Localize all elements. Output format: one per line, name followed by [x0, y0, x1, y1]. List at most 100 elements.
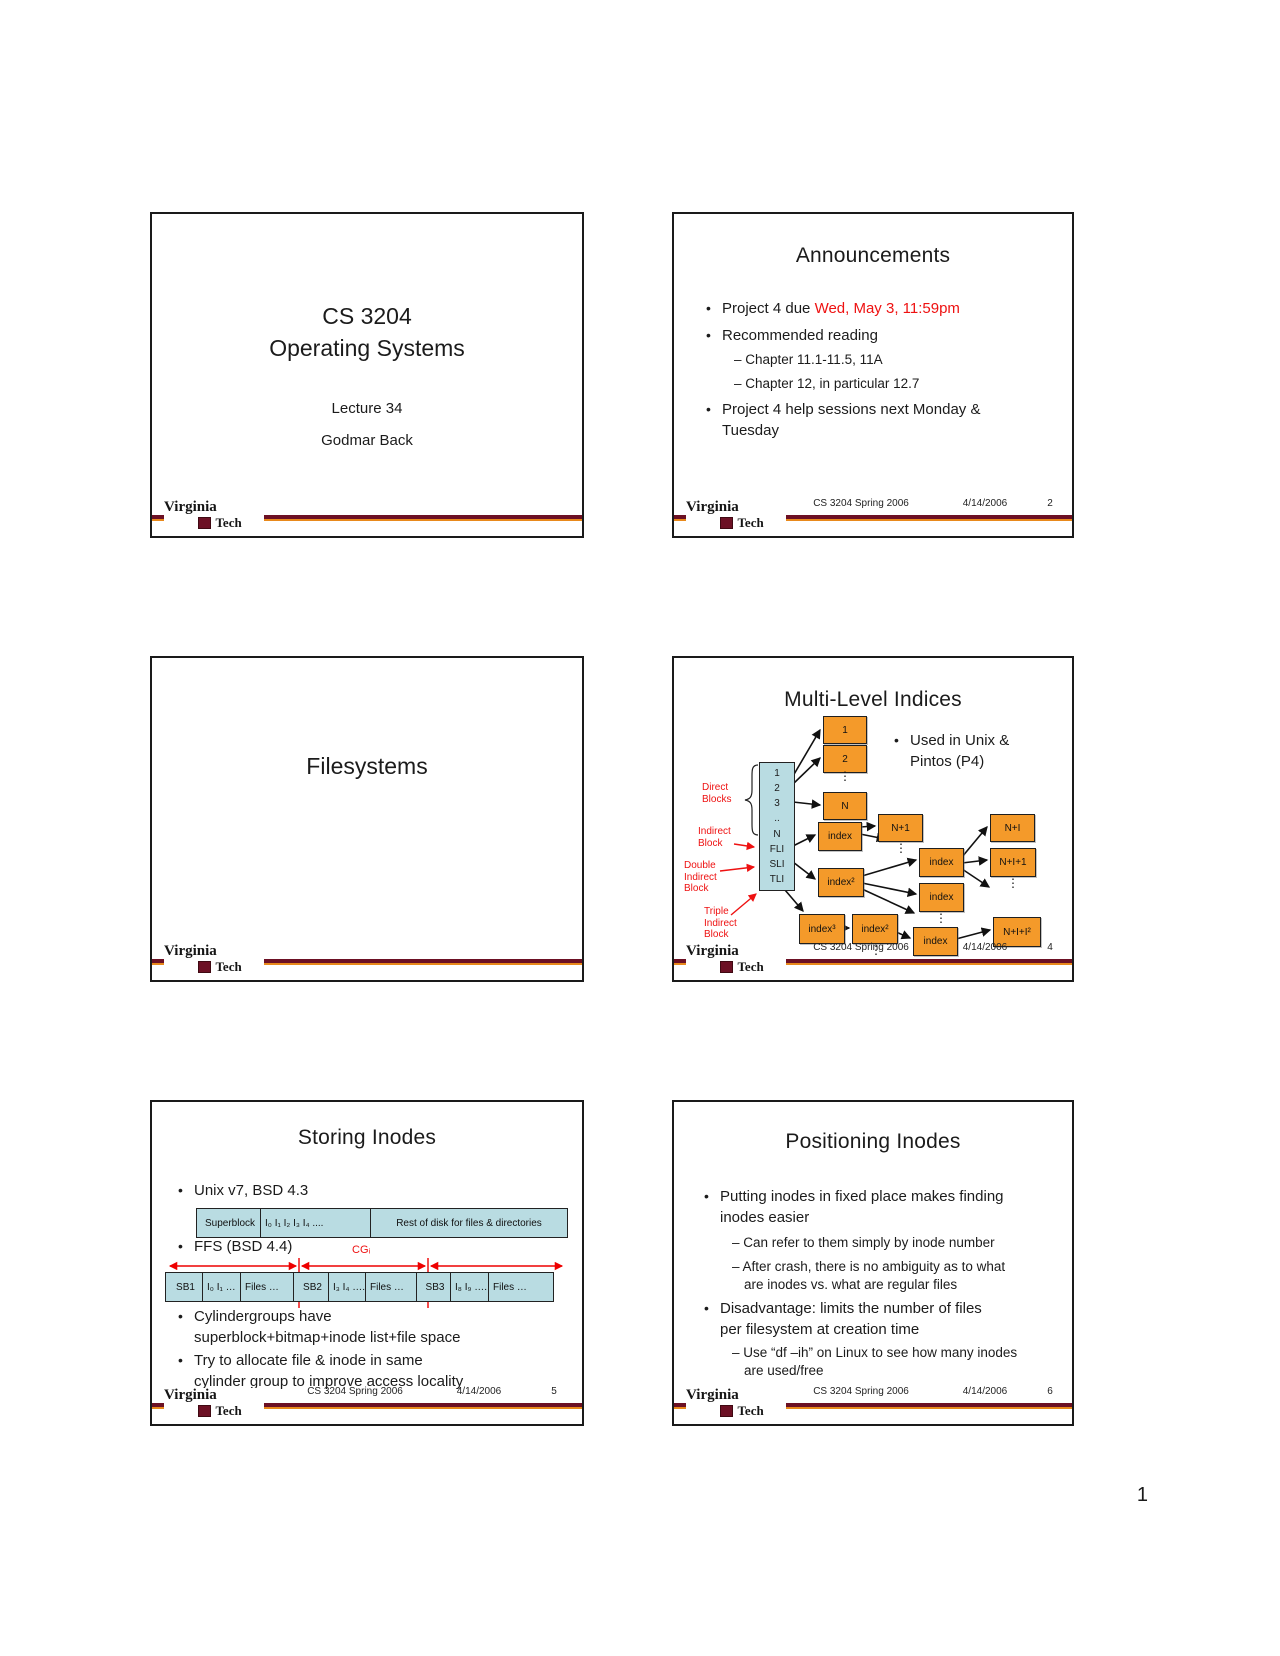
bullet-line1: Disadvantage: limits the number of files — [720, 1300, 982, 1317]
vt-shield-icon — [198, 960, 211, 973]
bullet-help-sessions: Project 4 help sessions next Monday & Tu… — [700, 399, 1072, 441]
mid-index-block-1: index — [919, 848, 964, 877]
bullet-project4-due: Project 4 due Wed, May 3, 11:59pm — [700, 298, 1072, 319]
ellipsis-vertical: ⋮ — [870, 943, 882, 957]
data-block-ni: N+I — [990, 814, 1035, 842]
virginia-tech-logo: Virginia Tech — [164, 1388, 264, 1420]
vt-logo-virginia: Virginia — [164, 1387, 217, 1403]
footer-course: CS 3204 Spring 2006 — [813, 942, 909, 953]
sub-line2: are inodes vs. what are regular files — [744, 1277, 958, 1292]
bullet-used-in-unix: Used in Unix & Pintos (P4) — [888, 730, 1034, 772]
footer-stripe-maroon — [152, 515, 582, 519]
slide-title: Announcements — [795, 244, 951, 267]
slide-number: 2 — [1047, 498, 1053, 509]
inode-line: 2 — [774, 782, 780, 794]
inode-line: N — [773, 828, 781, 840]
table2-sb3-cell: SB3 — [416, 1272, 454, 1302]
due-date-red: Wed, May 3, 11:59pm — [814, 300, 960, 317]
section-title: Filesystems — [306, 753, 428, 779]
vt-logo-tech: Tech — [737, 958, 764, 974]
inode-line: TLI — [769, 874, 785, 886]
sub-bullet-inode-number: – Can refer to them simply by inode numb… — [732, 1235, 995, 1250]
footer-date: 4/14/2006 — [962, 942, 1008, 953]
table2-sb2-cell: SB2 — [293, 1272, 332, 1302]
virginia-tech-logo: Virginia Tech — [686, 500, 786, 532]
slide-5-storing-inodes: Storing Inodes Unix v7, BSD 4.3 Superblo… — [150, 1100, 584, 1426]
cylinder-group-label: CGᵢ — [352, 1244, 371, 1256]
course-title-line2: Operating Systems — [269, 335, 465, 361]
sub-bullet-chapter11: – Chapter 11.1-11.5, 11A — [734, 352, 883, 367]
footer-stripe-orange — [674, 519, 1072, 521]
course-title-line1: CS 3204 — [322, 303, 412, 329]
course-title: CS 3204 Operating Systems — [152, 300, 582, 364]
footer-stripe-maroon — [674, 959, 1072, 963]
vt-logo-virginia: Virginia — [686, 943, 739, 959]
vt-logo-tech: Tech — [737, 1402, 764, 1418]
table1-rest-of-disk-cell: Rest of disk for files & directories — [370, 1208, 568, 1238]
slide-6-positioning-inodes: Positioning Inodes Putting inodes in fix… — [672, 1100, 1074, 1426]
vt-shield-icon — [198, 516, 211, 529]
label-triple-indirect-block: Triple Indirect Block — [704, 906, 737, 940]
sub-bullet-chapter12: – Chapter 12, in particular 12.7 — [734, 376, 920, 391]
sub-bullet-df-ih: – Use “df –ih” on Linux to see how many … — [698, 1344, 1072, 1380]
footer-date: 4/14/2006 — [962, 1386, 1008, 1397]
lecture-number: Lecture 34 — [331, 400, 403, 417]
slide-3-filesystems: Filesystems Virginia Tech — [150, 656, 584, 982]
inode-block: 1 2 3 .. N FLI SLI TLI — [759, 762, 795, 891]
bullet-fixed-place: Putting inodes in fixed place makes find… — [698, 1186, 1072, 1228]
table2-sb1-cell: SB1 — [165, 1272, 206, 1302]
bullet-line2: superblock+bitmap+inode list+file space — [194, 1329, 461, 1346]
bullet-recommended-reading: Recommended reading — [700, 325, 1072, 346]
footer-stripe-orange — [674, 963, 1072, 965]
ellipsis-vertical: ⋮ — [839, 769, 851, 783]
index2-block: index² — [818, 868, 864, 897]
data-block-1: 1 — [823, 716, 867, 744]
bullet-text: Project 4 due — [722, 300, 815, 317]
footer-stripe-maroon — [152, 1403, 582, 1407]
footer-date: 4/14/2006 — [456, 1386, 502, 1397]
label-double-indirect-block: Double Indirect Block — [684, 860, 717, 894]
slide-number: 6 — [1047, 1386, 1053, 1397]
data-block-n: N — [823, 792, 867, 820]
footer-date: 4/14/2006 — [962, 498, 1008, 509]
data-block-nii2: N+I+I² — [993, 917, 1041, 947]
slide-2-announcements: Announcements Project 4 due Wed, May 3, … — [672, 212, 1074, 538]
slide-title: Storing Inodes — [297, 1126, 437, 1149]
slide-number: 4 — [1047, 942, 1053, 953]
footer-stripe-maroon — [674, 1403, 1072, 1407]
vt-logo-virginia: Virginia — [164, 943, 217, 959]
footer-course: CS 3204 Spring 2006 — [307, 1386, 403, 1397]
ellipsis-vertical: ⋮ — [895, 841, 907, 855]
ellipsis-vertical: ⋮ — [1007, 876, 1019, 890]
footer-stripe-orange — [152, 1407, 582, 1409]
page-number: 1 — [1136, 1484, 1148, 1506]
vt-logo-tech: Tech — [215, 958, 242, 974]
ellipsis-vertical: ⋮ — [935, 911, 947, 925]
bullet-line1: Putting inodes in fixed place makes find… — [720, 1188, 1004, 1205]
bullet-unix-v7: Unix v7, BSD 4.3 — [172, 1180, 554, 1201]
bullet-line1: Project 4 help sessions next Monday & — [722, 401, 981, 418]
slide-title: Multi-Level Indices — [784, 688, 962, 711]
slide-1-title: CS 3204 Operating Systems Lecture 34 God… — [150, 212, 584, 538]
bullet-line2: Tuesday — [722, 422, 779, 439]
mid-index-block-2: index — [919, 883, 964, 912]
label-direct-blocks: Direct Blocks — [702, 782, 732, 805]
footer-stripe-maroon — [152, 959, 582, 963]
virginia-tech-logo: Virginia Tech — [686, 944, 786, 976]
bullet-allocate-locality: Try to allocate file & inode in same cyl… — [172, 1350, 544, 1392]
table2-files1-cell: Files … — [240, 1272, 301, 1302]
bullet-line1: Cylindergroups have — [194, 1308, 332, 1325]
inode-line: 3 — [774, 798, 780, 810]
bullet-line2: cylinder group to improve access localit… — [194, 1373, 464, 1390]
vt-shield-icon — [198, 1404, 211, 1417]
footer-stripe-orange — [674, 1407, 1072, 1409]
bullet-line2: per filesystem at creation time — [720, 1321, 920, 1338]
virginia-tech-logo: Virginia Tech — [164, 944, 264, 976]
vt-logo-virginia: Virginia — [686, 499, 739, 515]
slide-title: Positioning Inodes — [785, 1130, 961, 1153]
index-block: index — [818, 822, 862, 851]
author-name: Godmar Back — [321, 432, 413, 449]
footer-stripe-orange — [152, 963, 582, 965]
table1-inodes-cell: I₀ I₁ I₂ I₃ I₄ .... — [260, 1208, 378, 1238]
